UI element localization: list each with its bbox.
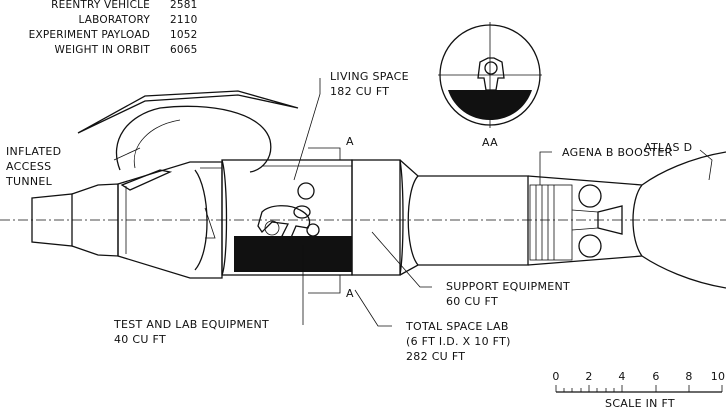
section-mark-top: A <box>346 135 354 148</box>
atlas-label: ATLAS D <box>644 141 692 154</box>
weight-label: REENTRY VEHICLE <box>51 0 150 11</box>
weight-value: 1052 <box>170 29 198 41</box>
scale-tick-label: 4 <box>618 370 625 383</box>
agena-booster <box>399 159 623 276</box>
scale-caption: SCALE IN FT <box>605 397 675 410</box>
test-lab-equipment-label: TEST AND LAB EQUIPMENT <box>113 318 269 331</box>
weight-value: 2581 <box>170 0 198 11</box>
scale-tick-label: 8 <box>685 370 692 383</box>
total-space-lab-label: TOTAL SPACE LAB <box>405 320 509 333</box>
section-mark-bottom: A <box>346 287 354 300</box>
propellant-tank <box>578 184 602 208</box>
weight-table: REENTRY VEHICLE 2581 LABORATORY 2110 EXP… <box>29 0 198 56</box>
inflated-tunnel-label: INFLATED <box>6 145 61 158</box>
porthole <box>297 182 315 200</box>
weight-value: 2110 <box>170 14 198 26</box>
propellant-tank <box>578 234 602 258</box>
scale-tick-label: 2 <box>585 370 592 383</box>
lab-equipment-floor <box>234 236 352 272</box>
scale-tick-label: 0 <box>552 370 559 383</box>
atlas-booster <box>527 151 726 289</box>
support-equipment-volume: 60 CU FT <box>446 295 498 308</box>
test-lab-equipment-volume: 40 CU FT <box>114 333 166 346</box>
total-space-lab-dimensions: (6 FT I.D. X 10 FT) <box>406 335 511 348</box>
scale-tick-label: 6 <box>652 370 659 383</box>
weight-value: 6065 <box>170 44 198 56</box>
inflated-access-tunnel <box>77 90 299 191</box>
living-space-label: LIVING SPACE <box>330 70 409 83</box>
agena-label: AGENA B BOOSTER <box>562 146 673 159</box>
weight-label: WEIGHT IN ORBIT <box>55 44 151 56</box>
weight-label: LABORATORY <box>78 14 150 26</box>
weight-label: EXPERIMENT PAYLOAD <box>29 29 150 41</box>
scale-bar: 0 2 4 6 8 10 SCALE IN FT <box>552 370 725 410</box>
living-space-volume: 182 CU FT <box>330 85 389 98</box>
inflated-tunnel-label: TUNNEL <box>5 175 53 188</box>
support-equipment-label: SUPPORT EQUIPMENT <box>446 280 570 293</box>
total-space-lab-volume: 282 CU FT <box>406 350 465 363</box>
section-view-aa <box>438 22 542 128</box>
inflated-tunnel-label: ACCESS <box>6 160 51 173</box>
scale-tick-label: 10 <box>711 370 726 383</box>
porthole <box>306 223 320 237</box>
section-view-label: AA <box>482 136 498 149</box>
leader-lines <box>113 78 713 327</box>
space-lab-cylinder <box>221 159 404 276</box>
reentry-vehicle <box>31 161 223 279</box>
